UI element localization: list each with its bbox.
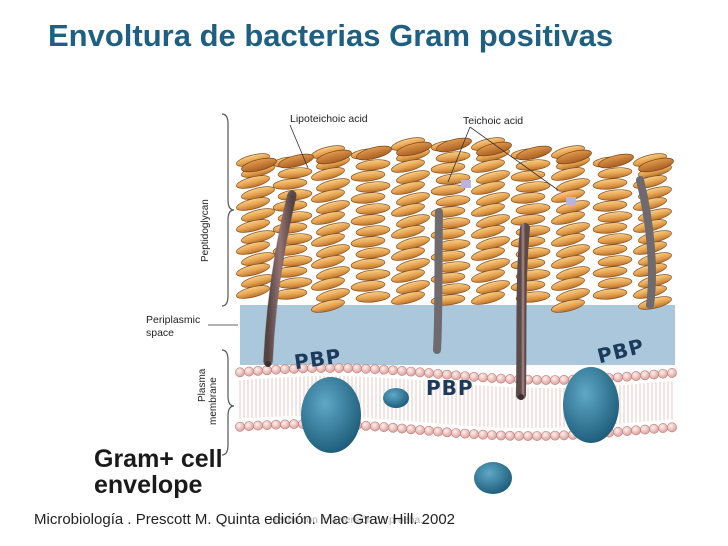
membrane-proteins <box>301 367 619 494</box>
peptidoglycan-layer <box>236 137 674 313</box>
source-credit: Microbiología . Prescott M. Quinta edici… <box>34 511 456 528</box>
slide-title: Envoltura de bacterias Gram positivas <box>48 18 614 53</box>
space-label: space <box>146 327 175 339</box>
watermark: Hecho con una versión de prueba... <box>270 515 429 526</box>
lipoteichoic-acid-label: Lipoteichoic acid <box>290 113 368 125</box>
leader-lines <box>208 124 559 326</box>
teichoic-acid-label: Teichoic acid <box>463 115 524 127</box>
membrane-label: membrane <box>208 377 219 425</box>
peptidoglycan-label: Peptidoglycan <box>200 199 211 262</box>
periplasmic-space <box>240 305 675 365</box>
layer-brackets <box>221 113 235 456</box>
periplasmic-label: Periplasmic <box>146 314 201 326</box>
envelope-title-line2: envelope <box>94 471 203 499</box>
pbp-label-center: PBP <box>426 376 474 400</box>
envelope-title-line1: Gram+ cell <box>94 445 223 473</box>
lipoteichoic-acid-rods <box>263 176 656 400</box>
